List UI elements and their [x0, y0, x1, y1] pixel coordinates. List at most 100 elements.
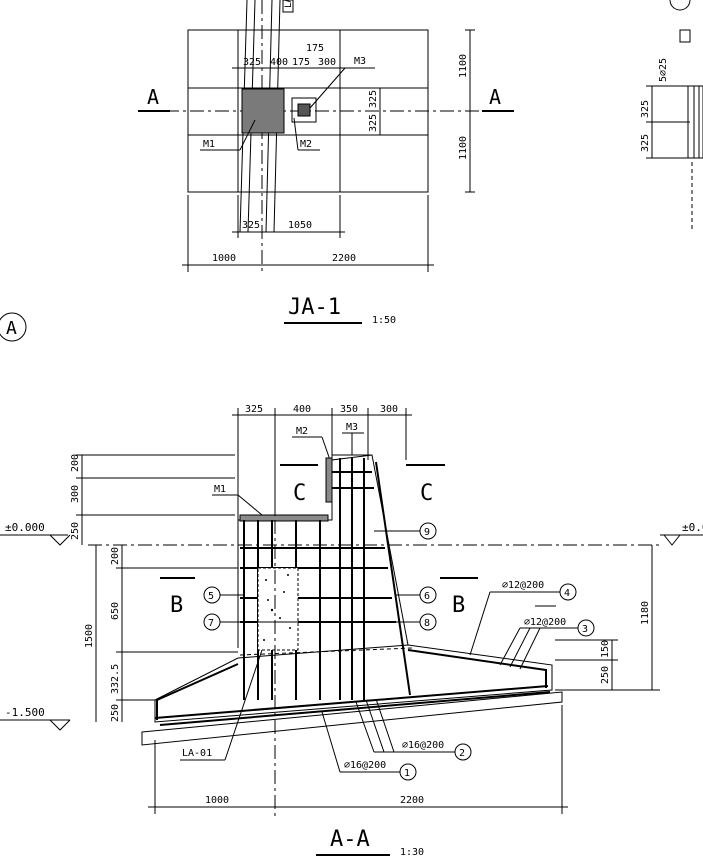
plan-section-a-left: A	[147, 85, 159, 109]
section-dim-top-3: 350	[340, 404, 358, 415]
section-elev-bottom: -1.500	[5, 706, 45, 719]
section-elev-marker	[49, 719, 71, 731]
section-m2-plate	[325, 457, 333, 503]
plan-dim-top-2: 400	[270, 57, 288, 68]
section-label-b-right: B	[452, 593, 465, 618]
plan-dim-right-4: 325	[368, 114, 379, 132]
rebar-callout-1: ⌀16@200 1	[321, 711, 417, 781]
plan-m1-label: M1	[203, 139, 215, 150]
section-dim-left-4: 200	[110, 547, 121, 565]
section-dim-bottom-1: 1000	[205, 795, 229, 806]
section-bottom-mat	[159, 691, 551, 726]
section-label-b-left: B	[170, 593, 183, 618]
right-partial-view: 5⌀25 325 325	[640, 0, 703, 230]
svg-text:⌀16@200: ⌀16@200	[344, 760, 386, 771]
section-la-label: LA-01	[182, 748, 212, 759]
rebar-callout-3: ⌀12@200 3	[499, 605, 595, 670]
rebar-callout-9: 9	[374, 522, 437, 540]
rebar-callout-8: 8	[364, 613, 437, 631]
section-dim-left-7: 250	[110, 704, 121, 722]
section-hidden-line	[239, 647, 413, 656]
plan-title: JA-1	[288, 295, 341, 320]
section-leader	[237, 494, 263, 516]
partial-bubble	[669, 0, 691, 11]
section-dim-right-2: 250	[600, 666, 611, 684]
section-m1-plate	[239, 514, 329, 522]
partial-bar-label: 5⌀25	[658, 58, 669, 82]
section-m1-label: M1	[214, 484, 226, 495]
plan-dim-top-1: 325	[243, 57, 261, 68]
plan-la-box	[282, 0, 294, 13]
svg-text:3: 3	[582, 624, 588, 635]
plan-dim-top-3: 175	[306, 43, 324, 54]
svg-text:7: 7	[208, 618, 214, 629]
partial-dim-1: 325	[640, 100, 651, 118]
plan-m1-plate	[241, 88, 285, 134]
rebar-callout-6: 6	[396, 586, 437, 604]
plan-m3-label: M3	[354, 56, 366, 67]
plan-dim-bottom-4: 2200	[332, 253, 356, 264]
section-leader	[321, 436, 331, 461]
section-elev-top: ±0.000	[5, 521, 45, 534]
axis-bubble-label: A	[6, 318, 17, 339]
plan-dim-top-4: 175	[292, 57, 310, 68]
plan-leader	[239, 119, 256, 151]
plan-dim-top-5: 300	[318, 57, 336, 68]
section-leader	[224, 649, 263, 761]
section-top-mat	[156, 649, 547, 720]
svg-text:8: 8	[424, 618, 430, 629]
svg-text:⌀12@200: ⌀12@200	[524, 617, 566, 628]
svg-text:4: 4	[564, 588, 570, 599]
axis-bubble	[0, 312, 27, 342]
partial-pedestal	[687, 85, 703, 159]
section-view: 325 400 350 300 M2 M3 M1	[0, 404, 703, 858]
rebar-callout-7: 7	[203, 613, 320, 631]
plan-scale: 1:50	[372, 315, 396, 326]
section-m2-label: M2	[296, 426, 308, 437]
section-m3-label: M3	[346, 422, 358, 433]
section-dim-left-6: 332.5	[110, 664, 121, 694]
section-dim-top-1: 325	[245, 404, 263, 415]
plan-leader	[293, 117, 299, 151]
section-base-slab	[141, 691, 563, 746]
rebar-callout-5: 5	[203, 586, 244, 604]
section-dim-left-2: 300	[70, 485, 81, 503]
plan-m2-outline	[291, 97, 317, 123]
section-dim-right-1: 150	[600, 640, 611, 658]
section-bottom-mat	[154, 685, 549, 719]
section-dim-left-3: 250	[70, 522, 81, 540]
section-grout-pocket	[257, 567, 299, 651]
section-dim-bottom-2: 2200	[400, 795, 424, 806]
section-dim-left-1: 200	[70, 454, 81, 472]
section-footing-outline	[154, 644, 553, 723]
section-elev-marker	[49, 534, 71, 546]
section-grout-dots	[263, 574, 291, 641]
section-dim-left-8: 1500	[84, 624, 95, 648]
svg-text:2: 2	[459, 748, 465, 759]
section-rebar	[375, 461, 411, 696]
section-scale: 1:30	[400, 847, 424, 858]
plan-dim-right-2: 1100	[458, 136, 469, 160]
plan-dim-bottom-3: 1000	[212, 253, 236, 264]
plan-view: LA 325 400 175 175 300 M3 M1 M2 1100 110…	[0, 0, 515, 342]
plan-dim-right-1: 1100	[458, 54, 469, 78]
section-dim-left-5: 650	[110, 602, 121, 620]
svg-text:9: 9	[424, 527, 430, 538]
section-label-c-left: C	[293, 481, 306, 506]
partial-dim-2: 325	[640, 134, 651, 152]
section-title: A-A	[330, 827, 370, 852]
section-elev-marker	[663, 534, 681, 546]
plan-la-label: LA	[284, 0, 294, 8]
svg-text:⌀16@200: ⌀16@200	[402, 740, 444, 751]
section-dim-top-2: 400	[293, 404, 311, 415]
plan-leader	[309, 67, 346, 109]
section-dim-top-4: 300	[380, 404, 398, 415]
plan-dim-bottom-1: 325	[242, 220, 260, 231]
partial-box	[679, 29, 691, 43]
svg-text:⌀12@200: ⌀12@200	[502, 580, 544, 591]
plan-m2-label: M2	[300, 139, 312, 150]
plan-m3-plate	[297, 103, 311, 117]
section-dim-right-3: 1180	[640, 601, 651, 625]
